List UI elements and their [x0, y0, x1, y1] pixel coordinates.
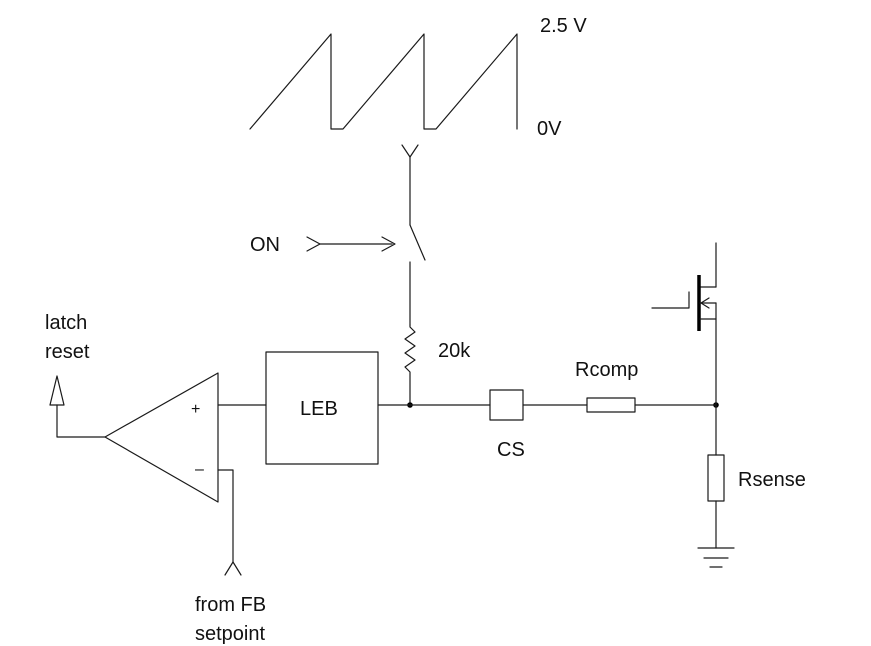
comparator-output-arrow [49, 375, 106, 438]
ramp-high-label: 2.5 V [540, 15, 587, 37]
leb-block [265, 351, 379, 465]
resistor-box-icon [586, 397, 636, 413]
ramp-low-label: 0V [537, 118, 562, 140]
reset-label: reset [45, 341, 90, 363]
resistor-box-icon [707, 454, 725, 502]
latch-label: latch [45, 312, 87, 334]
comparator-minus-sign: – [195, 461, 204, 478]
rcomp-label: Rcomp [575, 359, 638, 381]
switch-icon [401, 144, 426, 326]
rsense-label: Rsense [738, 469, 806, 491]
ground-icon [697, 547, 735, 568]
cs-pin-box [489, 389, 524, 421]
mosfet-icon [651, 242, 717, 406]
from-fb-label: from FB [195, 594, 266, 616]
resistor-zigzag-icon [404, 324, 416, 406]
comparator-plus-sign: + [191, 401, 200, 418]
sawtooth-waveform-icon [249, 33, 518, 130]
cs-label: CS [497, 439, 525, 461]
fb-setpoint-input [217, 469, 242, 576]
on-label: ON [250, 234, 280, 256]
leb-label: LEB [300, 398, 338, 420]
on-control-arrow [306, 236, 396, 252]
setpoint-label: setpoint [195, 623, 265, 645]
resistor-20k-label: 20k [438, 340, 471, 362]
comparator-triangle-icon [104, 372, 219, 503]
